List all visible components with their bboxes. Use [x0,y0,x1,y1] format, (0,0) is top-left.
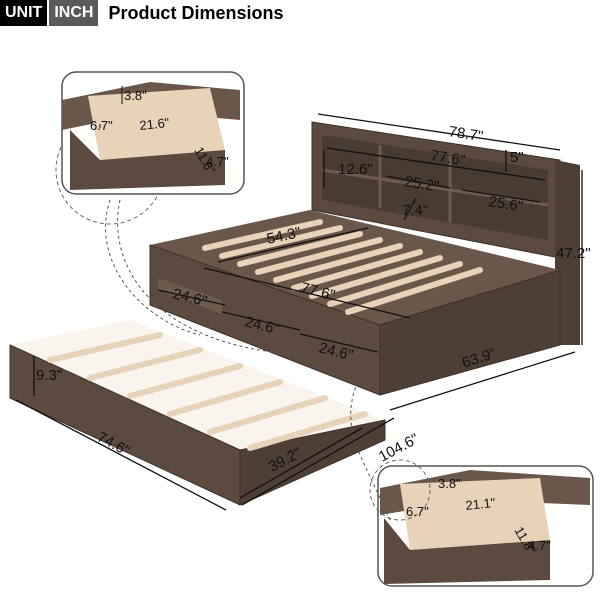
label-height: 47.2" [556,245,591,262]
label-bottom-d3: 21.1" [465,495,497,513]
label-top-d2: 6.7" [90,118,113,133]
trundle [9,320,386,506]
label-top-d3: 21.6" [139,115,171,133]
label-bottom-d1: 3.8" [438,476,461,491]
label-shelf-gap: 5" [510,149,524,166]
label-shelf-inner-width: 77.6" [429,147,466,169]
label-bottom-d5: 4.7" [528,538,551,553]
drawer-detail-callout-top [55,71,245,225]
label-bottom-d2: 6.7" [406,504,429,519]
label-top-d1: 3.8" [124,88,147,103]
headboard-bookcase [311,121,580,345]
label-trundle-height: 9.3" [36,367,62,384]
label-mattress-width: 54.3" [265,224,302,248]
dimension-lines [15,113,583,511]
label-shelf-height: 12.6" [338,161,373,178]
label-cubby-left: 25.2" [403,173,440,195]
unit-badge: UNIT INCH Product Dimensions [0,0,283,26]
trundle-slats [47,332,368,451]
callout-connectors [105,199,391,521]
label-cubby-depth: 7.4" [402,202,428,219]
unit-value: INCH [49,0,99,26]
label-top-d5: 4.7" [206,154,229,169]
label-cubby-right: 25.6" [487,193,524,215]
drawer-detail-callout-bottom [369,459,594,587]
unit-label: UNIT [0,0,48,26]
page-title: Product Dimensions [108,2,284,23]
label-headboard-width: 78.7" [447,123,484,145]
mattress-slats [202,219,483,315]
